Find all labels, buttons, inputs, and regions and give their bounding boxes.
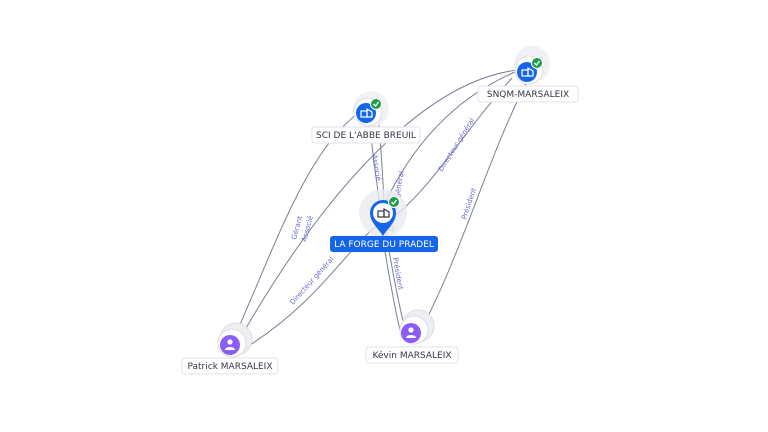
node-label-sci: SCI DE L'ABBE BREUIL xyxy=(316,131,416,141)
building-icon xyxy=(360,107,373,118)
edge-label-forge-snqm: Directeur général xyxy=(437,117,476,173)
node-forge[interactable]: LA FORGE DU PRADEL xyxy=(330,189,438,252)
node-snqm[interactable]: SNQM-MARSALEIX xyxy=(477,46,579,103)
edge-patrick-snqm xyxy=(237,69,519,343)
building-icon xyxy=(521,66,534,77)
node-label-kevin: Kévin MARSALEIX xyxy=(372,350,451,361)
edge-kevin-snqm xyxy=(417,79,529,336)
person-icon xyxy=(406,327,416,338)
node-label-snqm: SNQM-MARSALEIX xyxy=(487,90,569,100)
edge-label-sci-forge: Associé xyxy=(370,154,382,181)
node-label-patrick: Patrick MARSALEIX xyxy=(187,362,272,372)
edge-label-patrick-forge: Directeur général xyxy=(289,255,336,306)
node-kevin[interactable]: Kévin MARSALEIX xyxy=(365,309,459,364)
check-icon xyxy=(531,57,543,69)
node-sci[interactable]: SCI DE L'ABBE BREUIL xyxy=(311,91,421,144)
check-icon xyxy=(388,196,400,208)
edge-forge-snqm-2 xyxy=(383,71,516,206)
check-icon xyxy=(370,98,382,110)
edge-patrick-forge xyxy=(249,224,379,346)
building-icon xyxy=(377,207,390,218)
person-icon xyxy=(225,339,235,350)
node-label-forge: LA FORGE DU PRADEL xyxy=(334,240,434,250)
node-patrick[interactable]: Patrick MARSALEIX xyxy=(181,322,279,375)
